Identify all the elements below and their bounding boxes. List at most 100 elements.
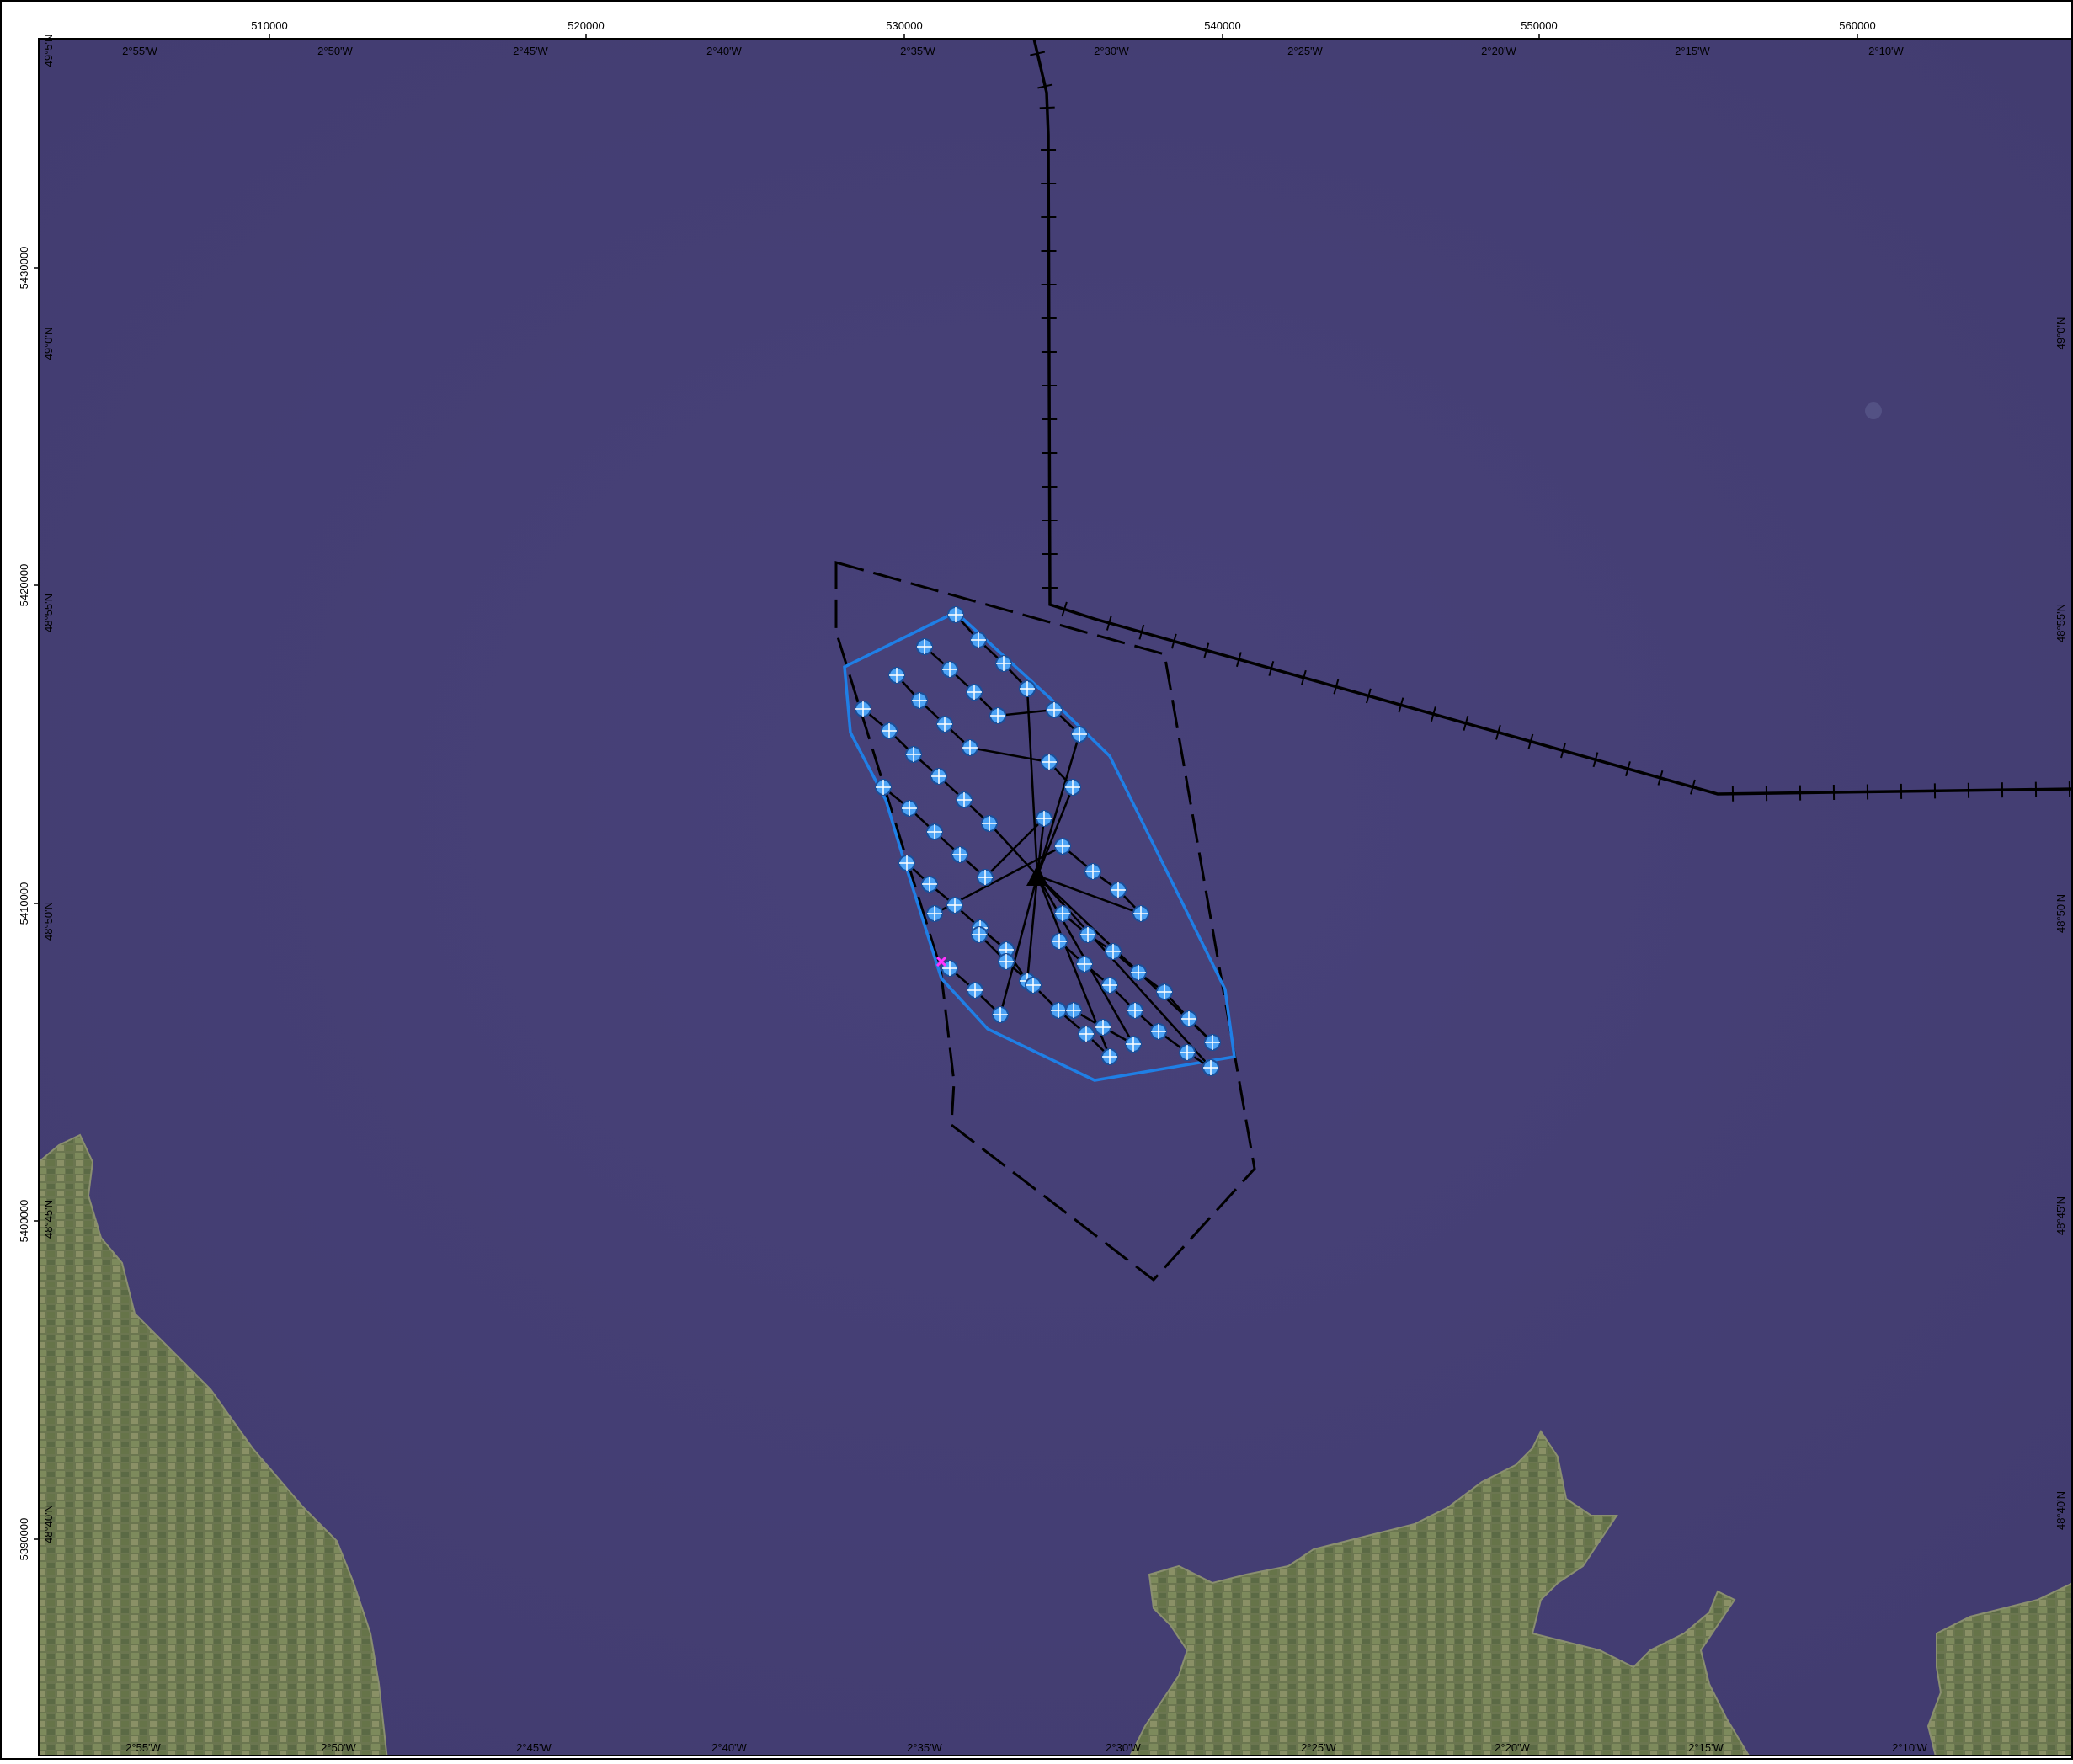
turbine-icon[interactable]: [906, 747, 921, 762]
turbine-icon[interactable]: [993, 1007, 1008, 1022]
islet: [1865, 402, 1882, 419]
turbine-icon[interactable]: [1102, 978, 1117, 993]
turbine-icon[interactable]: [978, 870, 993, 885]
turbine-icon[interactable]: [1055, 906, 1070, 921]
turbine-icon[interactable]: [1051, 1003, 1066, 1018]
longitude-label-bottom: 2°25'W: [1301, 1741, 1336, 1754]
easting-label: 540000: [1204, 19, 1240, 32]
longitude-label-bottom: 2°55'W: [125, 1741, 161, 1754]
turbine-icon[interactable]: [967, 685, 982, 700]
longitude-label-top: 2°35'W: [900, 45, 935, 57]
turbine-icon[interactable]: [1133, 906, 1148, 921]
easting-label: 510000: [251, 19, 287, 32]
turbine-icon[interactable]: [952, 847, 967, 862]
latitude-label-left: 48°45'N: [42, 1200, 55, 1239]
northing-label: 5420000: [18, 564, 30, 607]
turbine-icon[interactable]: [1180, 1045, 1195, 1060]
turbine-icon[interactable]: [1085, 864, 1100, 879]
turbine-icon[interactable]: [1026, 978, 1041, 993]
longitude-label-bottom: 2°50'W: [321, 1741, 356, 1754]
turbine-icon[interactable]: [1111, 882, 1126, 898]
turbine-icon[interactable]: [1055, 839, 1070, 854]
northing-label: 5390000: [18, 1518, 30, 1561]
turbine-icon[interactable]: [927, 906, 942, 921]
turbine-icon[interactable]: [1131, 965, 1146, 980]
longitude-label-bottom: 2°15'W: [1688, 1741, 1724, 1754]
latitude-label-left: 48°40'N: [42, 1505, 55, 1543]
turbine-icon[interactable]: [947, 898, 962, 913]
longitude-label-top: 2°30'W: [1094, 45, 1129, 57]
turbine-icon[interactable]: [922, 877, 937, 892]
longitude-label-top: 2°45'W: [513, 45, 548, 57]
turbine-icon[interactable]: [996, 656, 1011, 671]
northing-label: 5430000: [18, 247, 30, 290]
turbine-icon[interactable]: [1042, 754, 1057, 770]
turbine-icon[interactable]: [912, 693, 927, 708]
turbine-icon[interactable]: [1065, 780, 1080, 795]
longitude-label-top: 2°15'W: [1675, 45, 1710, 57]
northing-label: 5400000: [18, 1200, 30, 1243]
longitude-label-top: 2°25'W: [1287, 45, 1323, 57]
turbine-icon[interactable]: [1126, 1037, 1141, 1052]
turbine-icon[interactable]: [937, 717, 952, 732]
turbine-icon[interactable]: [1077, 957, 1092, 972]
longitude-label-bottom: 2°20'W: [1495, 1741, 1530, 1754]
turbine-icon[interactable]: [902, 801, 917, 816]
longitude-label-bottom: 2°35'W: [907, 1741, 942, 1754]
longitude-label-bottom: 2°10'W: [1892, 1741, 1927, 1754]
turbine-icon[interactable]: [889, 668, 904, 683]
turbine-icon[interactable]: [1066, 1003, 1081, 1018]
turbine-icon[interactable]: [876, 780, 891, 795]
turbine-icon[interactable]: [990, 708, 1005, 723]
turbine-icon[interactable]: [1080, 927, 1095, 942]
turbine-icon[interactable]: [1106, 944, 1121, 959]
turbine-icon[interactable]: [927, 824, 942, 839]
turbine-icon[interactable]: [962, 740, 978, 755]
turbine-icon[interactable]: [1205, 1035, 1220, 1050]
latitude-label-left: 48°50'N: [42, 902, 55, 941]
northing-label: 5410000: [18, 882, 30, 925]
turbine-icon[interactable]: [972, 927, 987, 942]
turbine-icon[interactable]: [999, 954, 1014, 969]
turbine-icon[interactable]: [1072, 727, 1087, 742]
turbine-icon[interactable]: [1036, 811, 1052, 826]
turbine-icon[interactable]: [899, 855, 914, 871]
easting-label: 550000: [1521, 19, 1557, 32]
turbine-icon[interactable]: [1095, 1020, 1111, 1035]
turbine-icon[interactable]: [971, 632, 986, 648]
longitude-label-bottom: 2°40'W: [711, 1741, 747, 1754]
turbine-icon[interactable]: [967, 983, 983, 998]
turbine-icon[interactable]: [1052, 934, 1067, 949]
turbine-icon[interactable]: [931, 769, 946, 784]
turbine-icon[interactable]: [942, 662, 957, 677]
easting-label: 530000: [886, 19, 922, 32]
turbine-icon[interactable]: [882, 723, 897, 738]
turbine-icon[interactable]: [957, 792, 972, 807]
longitude-label-bottom: 2°30'W: [1106, 1741, 1141, 1754]
turbine-icon[interactable]: [1127, 1003, 1143, 1018]
turbine-icon[interactable]: [855, 701, 871, 717]
turbine-icon[interactable]: [1079, 1026, 1094, 1042]
turbine-icon[interactable]: [1157, 984, 1172, 999]
longitude-label-bottom: 2°45'W: [516, 1741, 552, 1754]
easting-label: 560000: [1839, 19, 1875, 32]
turbine-icon[interactable]: [1181, 1011, 1196, 1026]
turbine-icon[interactable]: [1047, 702, 1062, 717]
latitude-label-right: 49°0'N: [2054, 317, 2067, 350]
longitude-label-top: 2°20'W: [1481, 45, 1516, 57]
turbine-icon[interactable]: [1151, 1024, 1166, 1039]
turbine-icon[interactable]: [917, 639, 932, 654]
turbine-icon[interactable]: [982, 816, 997, 831]
latitude-label-left: 49°0'N: [42, 328, 55, 360]
turbine-icon[interactable]: [1020, 681, 1035, 696]
latitude-label-right: 48°40'N: [2054, 1491, 2067, 1530]
latitude-label-right: 48°55'N: [2054, 604, 2067, 642]
longitude-label-top: 2°10'W: [1868, 45, 1904, 57]
turbine-icon[interactable]: [1203, 1060, 1218, 1075]
turbine-icon[interactable]: [1102, 1049, 1117, 1064]
latitude-label-left: 49°5'N: [42, 35, 55, 67]
latitude-label-left: 48°55'N: [42, 594, 55, 632]
turbine-icon[interactable]: [948, 607, 963, 622]
